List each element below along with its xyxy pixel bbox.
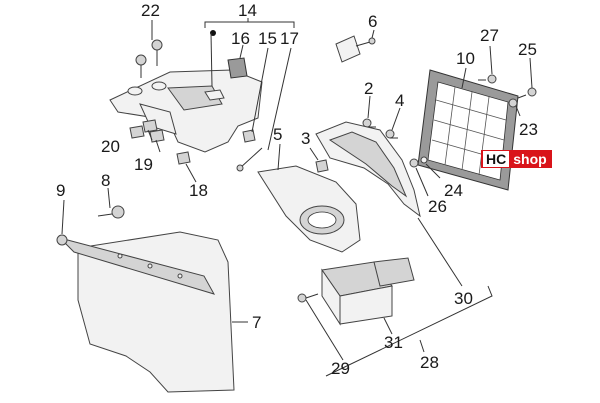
callout-3: 3 bbox=[301, 129, 310, 148]
screws-23-25-27 bbox=[478, 74, 537, 108]
screws-2-4 bbox=[362, 118, 398, 139]
reflector-box-31 bbox=[321, 257, 415, 326]
callout-10: 10 bbox=[456, 49, 475, 68]
callout-14: 14 bbox=[238, 1, 257, 20]
leader-lines bbox=[61, 20, 533, 377]
callout-24: 24 bbox=[444, 181, 463, 200]
callout-20: 20 bbox=[101, 137, 120, 156]
callout-28: 28 bbox=[420, 353, 439, 372]
group-bracket-14 bbox=[204, 21, 295, 28]
plate-6 bbox=[335, 35, 376, 63]
callout-25: 25 bbox=[518, 40, 537, 59]
mudflap-7 bbox=[58, 231, 235, 393]
hc-shop-logo: HC shop bbox=[481, 150, 552, 168]
callout-5: 5 bbox=[273, 125, 282, 144]
nut-3 bbox=[315, 159, 329, 173]
callout-9: 9 bbox=[56, 181, 65, 200]
callout-labels: 22 14 16 15 17 6 27 25 10 2 4 3 5 23 20 … bbox=[56, 1, 538, 378]
washers-24-26 bbox=[409, 156, 428, 168]
callout-6: 6 bbox=[368, 12, 377, 31]
callout-27: 27 bbox=[480, 26, 499, 45]
callout-18: 18 bbox=[189, 181, 208, 200]
callout-4: 4 bbox=[395, 91, 404, 110]
callout-8: 8 bbox=[101, 171, 110, 190]
callout-19: 19 bbox=[134, 155, 153, 174]
light-housing-5 bbox=[257, 165, 361, 253]
clip-15-screw-17 bbox=[236, 129, 263, 172]
callout-26: 26 bbox=[428, 197, 447, 216]
callout-7: 7 bbox=[252, 313, 261, 332]
rear-fender-30 bbox=[315, 121, 421, 218]
screw-22-pair bbox=[135, 39, 163, 78]
callout-22: 22 bbox=[141, 1, 160, 20]
callout-23: 23 bbox=[519, 120, 538, 139]
callout-17: 17 bbox=[280, 29, 299, 48]
callout-29: 29 bbox=[331, 359, 350, 378]
screw-29 bbox=[297, 293, 319, 303]
screw-8-nut-9 bbox=[56, 205, 125, 246]
license-plate-holder-10 bbox=[417, 69, 519, 191]
callout-16: 16 bbox=[231, 29, 250, 48]
callout-31: 31 bbox=[384, 333, 403, 352]
callout-2: 2 bbox=[364, 79, 373, 98]
clip-16 bbox=[227, 57, 248, 79]
logo-shop-text: shop bbox=[513, 151, 547, 167]
callout-30: 30 bbox=[454, 289, 473, 308]
rear-carrier-tray bbox=[109, 69, 263, 153]
logo-hc-text: HC bbox=[483, 151, 510, 167]
callout-15: 15 bbox=[258, 29, 277, 48]
